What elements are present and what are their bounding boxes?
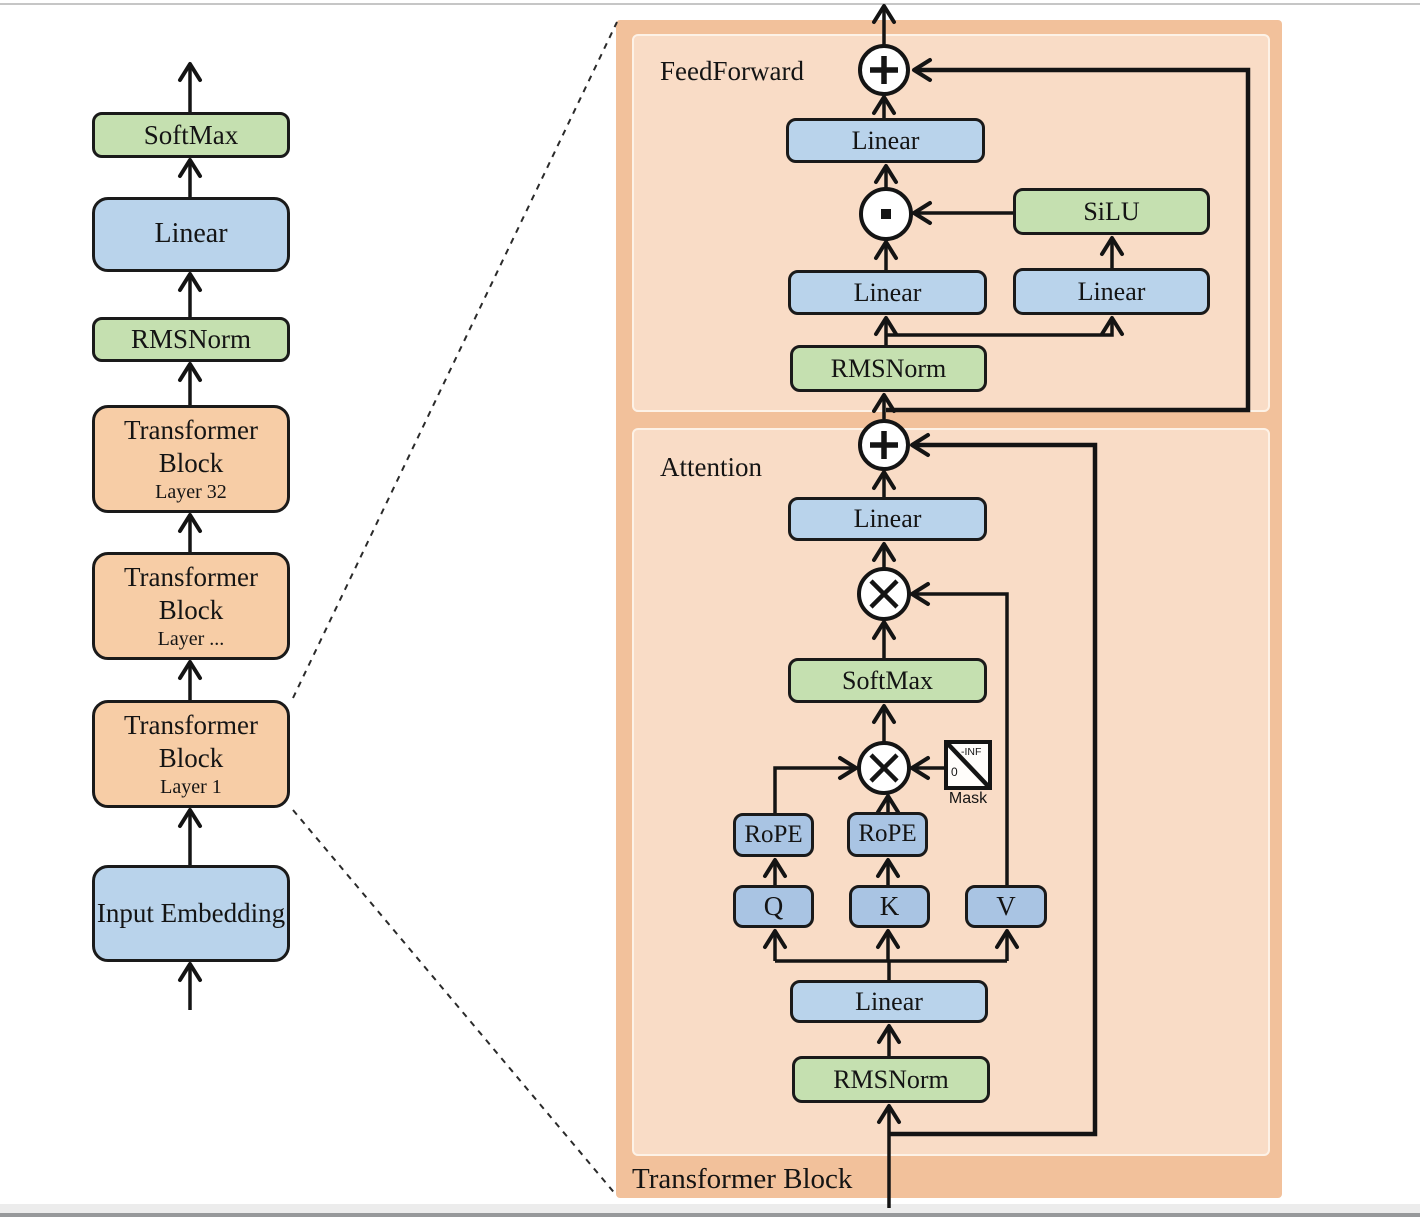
block-label: SoftMax xyxy=(143,119,239,150)
box-label: RoPE xyxy=(858,820,917,848)
block-sublabel: Layer 32 xyxy=(155,480,227,503)
ff-gate-linear-box: Linear xyxy=(788,270,987,315)
block-label: Input Embedding xyxy=(96,898,286,928)
block-label: Linear xyxy=(154,218,228,250)
bottom-border-line xyxy=(0,1213,1420,1217)
bottom-border-strip xyxy=(0,1204,1420,1213)
zoom-connector-lines xyxy=(292,21,618,1197)
box-label: Linear xyxy=(853,277,922,307)
left-input-embedding-block: Input Embedding xyxy=(92,865,290,962)
attention-residual-line xyxy=(889,433,1098,1137)
feedforward-residual-line xyxy=(886,58,1251,413)
block-sublabel: Layer 1 xyxy=(160,775,222,798)
block-label: Transformer Block xyxy=(124,709,258,773)
attention-rmsnorm-box: RMSNorm xyxy=(792,1056,990,1103)
block-label: RMSNorm xyxy=(130,324,252,354)
dot-product-icon xyxy=(859,187,913,241)
attention-subpanel xyxy=(632,428,1270,1156)
av-matmul-icon xyxy=(857,567,911,621)
box-label: K xyxy=(879,890,900,921)
box-label: Linear xyxy=(1077,276,1146,306)
k-box: K xyxy=(849,885,930,928)
attention-input-linear-box: Linear xyxy=(790,980,988,1023)
box-label: Q xyxy=(763,890,784,921)
box-label: V xyxy=(996,890,1016,921)
attention-softmax-box: SoftMax xyxy=(788,658,987,703)
box-label: SoftMax xyxy=(842,665,933,695)
ff-rmsnorm-box: RMSNorm xyxy=(790,345,987,392)
rope-k-box: RoPE xyxy=(847,812,928,857)
v-box: V xyxy=(965,885,1047,928)
ff-silu-box: SiLU xyxy=(1013,188,1210,235)
attention-flow-lines xyxy=(763,470,1019,1208)
left-transformer-block-dots: Transformer Block Layer ... xyxy=(92,552,290,660)
rope-q-box: RoPE xyxy=(733,813,814,857)
block-label: Transformer Block xyxy=(124,561,258,625)
feedforward-title: FeedForward xyxy=(660,56,804,86)
feedforward-flow-lines xyxy=(872,4,1124,419)
left-rmsnorm-block: RMSNorm xyxy=(92,317,290,362)
attention-output-linear-box: Linear xyxy=(788,497,987,541)
mask-inf-label: -INF xyxy=(961,746,982,758)
box-label: SiLU xyxy=(1083,196,1140,226)
box-label: RMSNorm xyxy=(833,1064,949,1094)
ff-up-linear-box: Linear xyxy=(1013,268,1210,315)
mask-caption: Mask xyxy=(948,790,988,807)
transformer-block-panel-title: Transformer Block xyxy=(632,1163,853,1195)
block-sublabel: Layer ... xyxy=(157,627,225,650)
attention-add-icon xyxy=(858,419,910,471)
block-label: Transformer Block xyxy=(124,414,258,478)
left-transformer-block-32: Transformer Block Layer 32 xyxy=(92,405,290,513)
mask-icon xyxy=(944,740,992,790)
box-label: Linear xyxy=(855,986,923,1016)
q-box: Q xyxy=(733,885,814,928)
attention-title: Attention xyxy=(660,452,762,482)
left-linear-block: Linear xyxy=(92,197,290,272)
mask-zero-label: 0 xyxy=(951,765,958,779)
box-label: Linear xyxy=(853,504,922,534)
left-transformer-block-1: Transformer Block Layer 1 xyxy=(92,700,290,808)
top-border-line xyxy=(0,3,1420,5)
box-label: Linear xyxy=(851,125,920,155)
box-label: RoPE xyxy=(744,820,803,848)
ff-add-icon xyxy=(858,44,910,96)
ff-output-linear-box: Linear xyxy=(786,118,985,163)
left-softmax-block: SoftMax xyxy=(92,112,290,158)
box-label: RMSNorm xyxy=(830,353,947,383)
qk-matmul-icon xyxy=(857,741,911,795)
